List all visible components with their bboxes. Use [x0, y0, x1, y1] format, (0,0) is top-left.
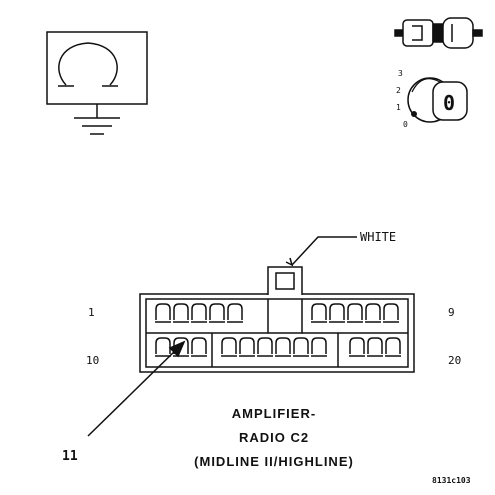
- ignition-key-icon: 3 2 1 0 0: [396, 69, 468, 129]
- ignition-position-2: 2: [396, 86, 401, 95]
- key-mark: 0: [443, 91, 455, 115]
- pin-top-right-2: [329, 303, 345, 323]
- pin-bottom-9: [311, 337, 327, 357]
- pin-bottom-2: [173, 337, 189, 357]
- pin-bottom-4: [221, 337, 237, 357]
- pin-label-1: 1: [88, 306, 95, 319]
- pointer-pin-label: 11: [62, 449, 78, 464]
- pin-11-pointer: [87, 340, 186, 437]
- pin-top-right-1: [311, 303, 327, 323]
- pin-bottom-8: [293, 337, 309, 357]
- pin-label-20: 20: [448, 354, 461, 367]
- title-line-2: RADIO C2: [239, 430, 309, 445]
- title-line-3: (MIDLINE II/HIGHLINE): [194, 454, 354, 469]
- pin-bottom-11: [367, 337, 383, 357]
- title-line-1: AMPLIFIER-: [232, 406, 316, 421]
- pin-label-10: 10: [86, 354, 99, 367]
- pin-top-right-5: [383, 303, 399, 323]
- pin-bottom-3: [191, 337, 207, 357]
- connector-pins: [155, 303, 401, 357]
- connector-plug-icon: [394, 17, 483, 49]
- connector-face: [139, 266, 415, 373]
- pin-bottom-5: [239, 337, 255, 357]
- pin-label-9: 9: [448, 306, 455, 319]
- pin-top-left-3: [191, 303, 207, 323]
- pin-bottom-1: [155, 337, 171, 357]
- pin-top-right-4: [365, 303, 381, 323]
- pin-top-left-1: [155, 303, 171, 323]
- pin-top-left-2: [173, 303, 189, 323]
- color-callout: [285, 236, 357, 267]
- ignition-position-3: 3: [398, 69, 403, 78]
- pin-top-right-3: [347, 303, 363, 323]
- ignition-position-1: 1: [396, 103, 401, 112]
- ground-symbol-icon: [46, 31, 148, 135]
- pin-bottom-7: [275, 337, 291, 357]
- pin-bottom-6: [257, 337, 273, 357]
- callout-color-label: WHITE: [360, 230, 396, 244]
- ignition-position-0: 0: [403, 120, 408, 129]
- figure-id: 8131c103: [432, 476, 471, 485]
- pin-bottom-12: [385, 337, 401, 357]
- pin-top-left-5: [227, 303, 243, 323]
- pin-bottom-10: [349, 337, 365, 357]
- pin-top-left-4: [209, 303, 225, 323]
